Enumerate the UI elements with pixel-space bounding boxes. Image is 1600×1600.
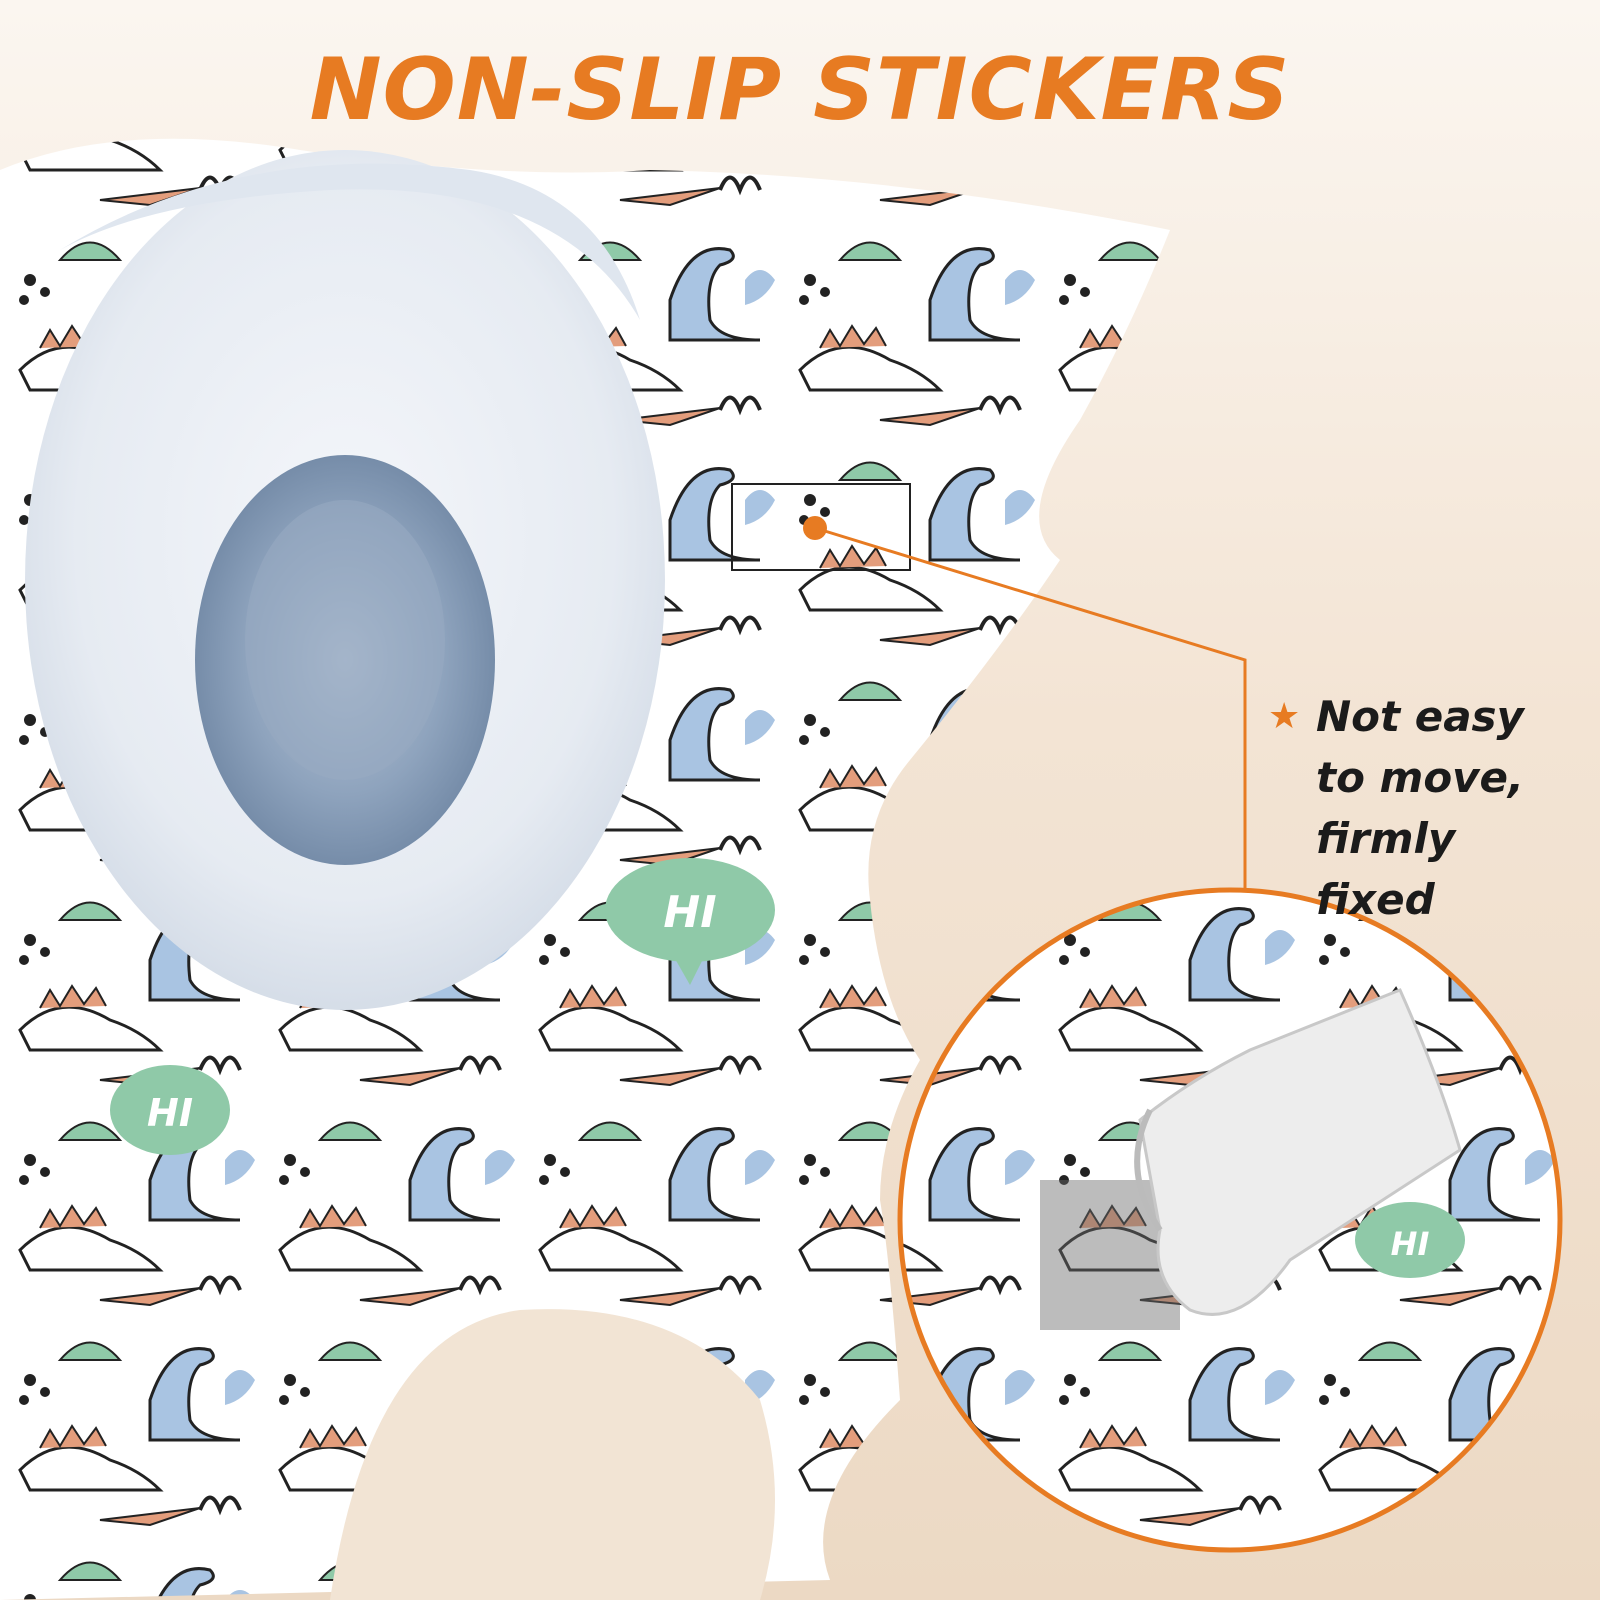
magnified-hi-text: HI [1391,1225,1430,1263]
callout-line-2: to move, [1316,753,1524,802]
callout-text: ★ Not easy to move, firmly fixed [1268,686,1588,930]
hi-bubble-text-2: HI [147,1091,193,1135]
callout-line [814,526,1247,890]
hi-speech-bubble: HI [605,858,775,985]
hi-speech-bubble-2: HI [110,1065,230,1155]
headline: NON-SLIP STICKERS [309,40,1291,140]
magnified-sticker-view: HI [897,887,1563,1553]
callout-line-1: Not easy [1316,692,1524,741]
peeled-sticker [1138,988,1462,1316]
callout-target-box [731,483,911,571]
callout-line-3: firmly fixed [1316,814,1456,924]
hi-bubble-text: HI [663,887,716,938]
star-icon: ★ [1268,696,1301,737]
